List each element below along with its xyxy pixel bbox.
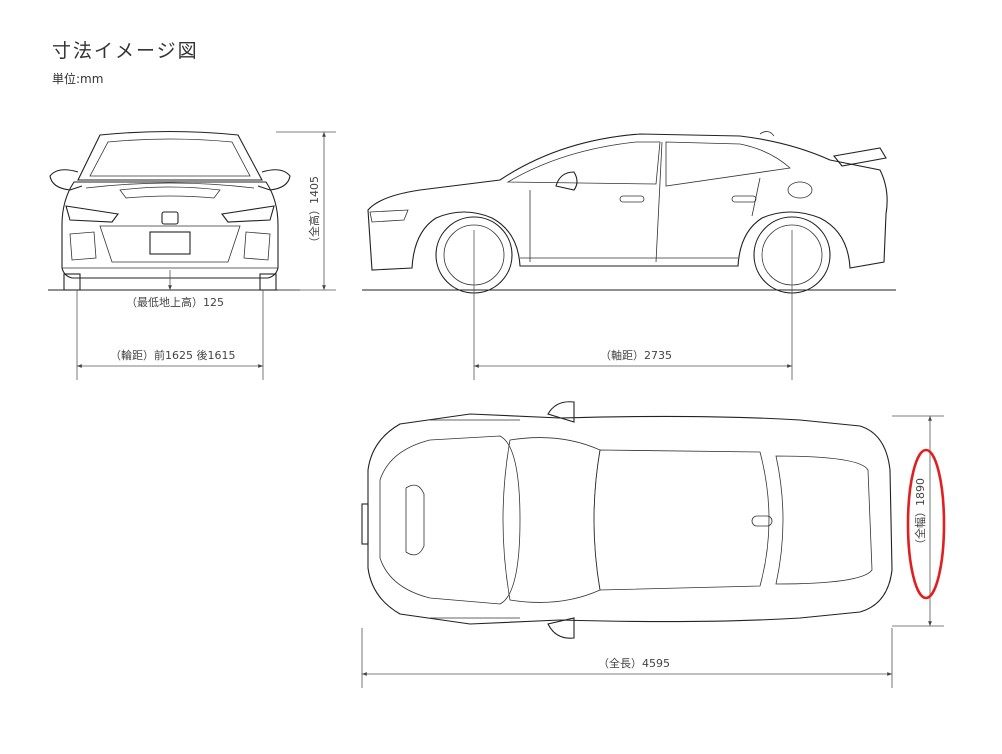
page-title: 寸法イメージ図: [52, 40, 199, 62]
length-label: （全長）4595: [598, 656, 670, 670]
side-dimensions: （軸距）2735: [473, 230, 793, 380]
ground-clearance-label: （最低地上高）125: [126, 295, 224, 309]
wheelbase-label: （軸距）2735: [600, 348, 672, 362]
tread-label: （輪距）前1625 後1615: [110, 348, 236, 362]
width-label: （全幅）1890: [913, 478, 927, 550]
unit-label: 単位:mm: [52, 72, 104, 86]
height-label: （全高）1405: [307, 176, 321, 248]
front-view-car: [48, 130, 300, 291]
side-view-car: [362, 131, 896, 294]
width-highlight: [906, 448, 946, 600]
top-view-car: [361, 401, 893, 639]
top-dimensions: （全幅）1890 （全長）4595: [361, 415, 946, 688]
front-dimensions: （全高）1405 （最低地上高）125 （輪距）前1625 後1615: [76, 131, 336, 380]
